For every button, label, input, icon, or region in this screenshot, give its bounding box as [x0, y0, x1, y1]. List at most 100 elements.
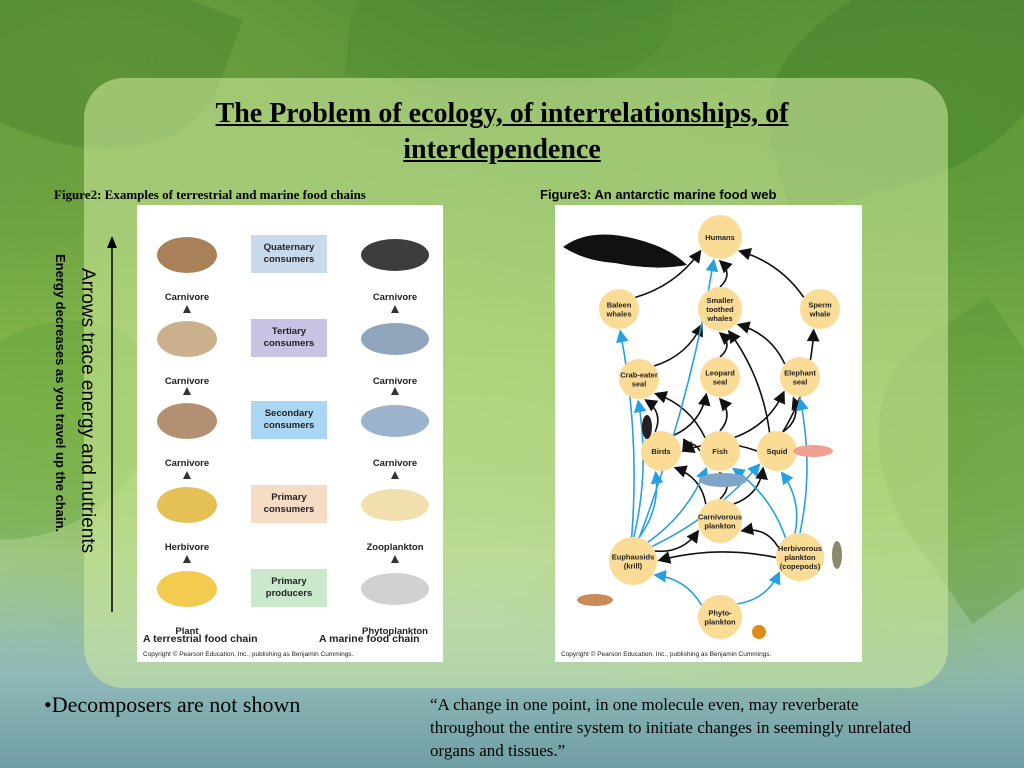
- terrestrial-organism-icon: [157, 237, 217, 273]
- marine-organism-label: Phytoplankton: [362, 626, 428, 637]
- food-web-arrow: [654, 529, 700, 553]
- food-web-node-label: plankton: [704, 522, 736, 531]
- food-web-node-label: Squid: [767, 447, 788, 456]
- trophic-level-box: [251, 401, 327, 439]
- food-web-node-label: toothed: [706, 305, 734, 314]
- marine-organism-icon: [361, 489, 429, 521]
- food-web-node-label: Phyto-: [708, 609, 732, 618]
- food-web-node-label: Herbivorous: [778, 544, 822, 553]
- food-web-node-humans: [698, 215, 742, 259]
- food-web-arrow: [731, 467, 787, 539]
- food-web-arrow: [780, 471, 798, 534]
- food-web-node-label: Fish: [712, 447, 728, 456]
- marine-organism-label: Zooplankton: [367, 542, 424, 553]
- food-web-arrow: [737, 571, 781, 605]
- food-web-node-label: Birds: [651, 447, 670, 456]
- food-web-node-label: seal: [793, 378, 808, 387]
- food-web-diagram: HumansBaleenwhalesSmallertoothedwhalesSp…: [561, 215, 842, 658]
- web-copyright: Copyright © Pearson Education, Inc., pub…: [561, 650, 772, 658]
- food-web-node-label: whale: [809, 310, 831, 319]
- trophic-level-label: producers: [266, 588, 312, 599]
- slide-title: The Problem of ecology, of interrelation…: [215, 98, 789, 165]
- food-web-node-crab: [619, 359, 659, 399]
- whale-icon: [563, 234, 687, 268]
- trophic-level-box: [251, 235, 327, 273]
- food-web-node-label: Leopard: [705, 369, 735, 378]
- food-web-node-label: whales: [706, 314, 732, 323]
- marine-organism-icon: [361, 573, 429, 605]
- food-web-node-herb: [776, 533, 824, 581]
- fish-icon: [699, 473, 747, 487]
- terrestrial-organism-label: Carnivore: [165, 376, 209, 387]
- food-web-node-phyto: [698, 595, 742, 639]
- food-web-node-label: Elephant: [784, 369, 816, 378]
- food-web-node-label: whales: [605, 310, 631, 319]
- penguin-icon: [642, 415, 652, 439]
- food-web-arrow: [733, 466, 768, 505]
- arrows-side-label: Arrows trace energy and nutrients: [77, 268, 98, 554]
- food-web-arrow: [635, 249, 702, 299]
- food-web-node-squid: [757, 431, 797, 471]
- terrestrial-organism-label: Plant: [175, 626, 199, 637]
- food-web-arrow: [633, 399, 647, 538]
- food-web-node-label: Baleen: [607, 301, 632, 310]
- food-web-arrow: [718, 259, 733, 288]
- food-web-node-label: (krill): [624, 562, 643, 571]
- food-web-node-fish: [700, 431, 740, 471]
- marine-organism-icon: [361, 405, 429, 437]
- terrestrial-chain-caption: A terrestrial food chain: [143, 633, 258, 645]
- food-web-arrow: [657, 551, 777, 564]
- trophic-level-box: [251, 485, 327, 523]
- terrestrial-organism-label: Herbivore: [165, 542, 209, 553]
- trophic-level-label: consumers: [264, 420, 315, 431]
- food-web-node-label: Crab-eater: [620, 371, 658, 380]
- marine-organism-icon: [361, 239, 429, 271]
- krill-icon: [577, 594, 613, 606]
- upward-arrow-icon: [107, 236, 117, 612]
- food-web-arrow: [638, 470, 664, 539]
- food-web-arrow: [736, 321, 786, 365]
- trophic-level-label: Primary: [271, 576, 307, 587]
- terrestrial-organism-label: Carnivore: [165, 458, 209, 469]
- food-web-arrow: [682, 438, 701, 453]
- chain-arrow-icon: [391, 555, 399, 563]
- food-web-node-label: seal: [632, 380, 647, 389]
- food-web-arrow: [653, 391, 706, 439]
- terrestrial-organism-icon: [157, 321, 217, 357]
- food-web-node-label: Euphausids: [612, 553, 655, 562]
- trophic-level-label: consumers: [264, 504, 315, 515]
- food-web-node-carniv: [698, 499, 742, 543]
- food-web-node-sperm: [800, 289, 840, 329]
- chain-arrow-icon: [183, 471, 191, 479]
- food-web-node-label: Sperm: [808, 301, 832, 310]
- chain-arrow-icon: [391, 471, 399, 479]
- marine-organism-icon: [361, 323, 429, 355]
- phytoplankton-icon: [752, 625, 766, 639]
- trophic-level-label: Quaternary: [264, 242, 315, 253]
- food-web-arrow: [737, 248, 805, 298]
- food-web-arrow: [718, 397, 733, 432]
- figure3-caption: Figure3: An antarctic marine food web: [540, 187, 777, 202]
- food-web-arrow: [673, 392, 711, 437]
- marine-organism-label: Carnivore: [373, 458, 417, 469]
- trophic-level-label: consumers: [264, 254, 315, 265]
- figure2-caption: Figure2: Examples of terrestrial and mar…: [54, 187, 366, 202]
- trophic-level-label: Secondary: [265, 408, 314, 419]
- food-web-arrow: [653, 569, 703, 606]
- chain-copyright: Copyright © Pearson Education, Inc., pub…: [143, 650, 354, 658]
- chain-arrow-icon: [183, 305, 191, 313]
- food-web-arrow: [740, 522, 779, 548]
- chain-arrow-icon: [183, 387, 191, 395]
- food-web-node-label: seal: [713, 378, 728, 387]
- terrestrial-organism-icon: [157, 571, 217, 607]
- food-web-node-baleen: [599, 289, 639, 329]
- marine-organism-label: Carnivore: [373, 376, 417, 387]
- energy-side-label: Energy decreases as you travel up the ch…: [53, 254, 68, 533]
- food-web-node-krill: [609, 537, 657, 585]
- quote-text: “A change in one point, in one molecule …: [430, 695, 912, 760]
- trophic-level-box: [251, 319, 327, 357]
- food-web-arrow: [673, 465, 707, 505]
